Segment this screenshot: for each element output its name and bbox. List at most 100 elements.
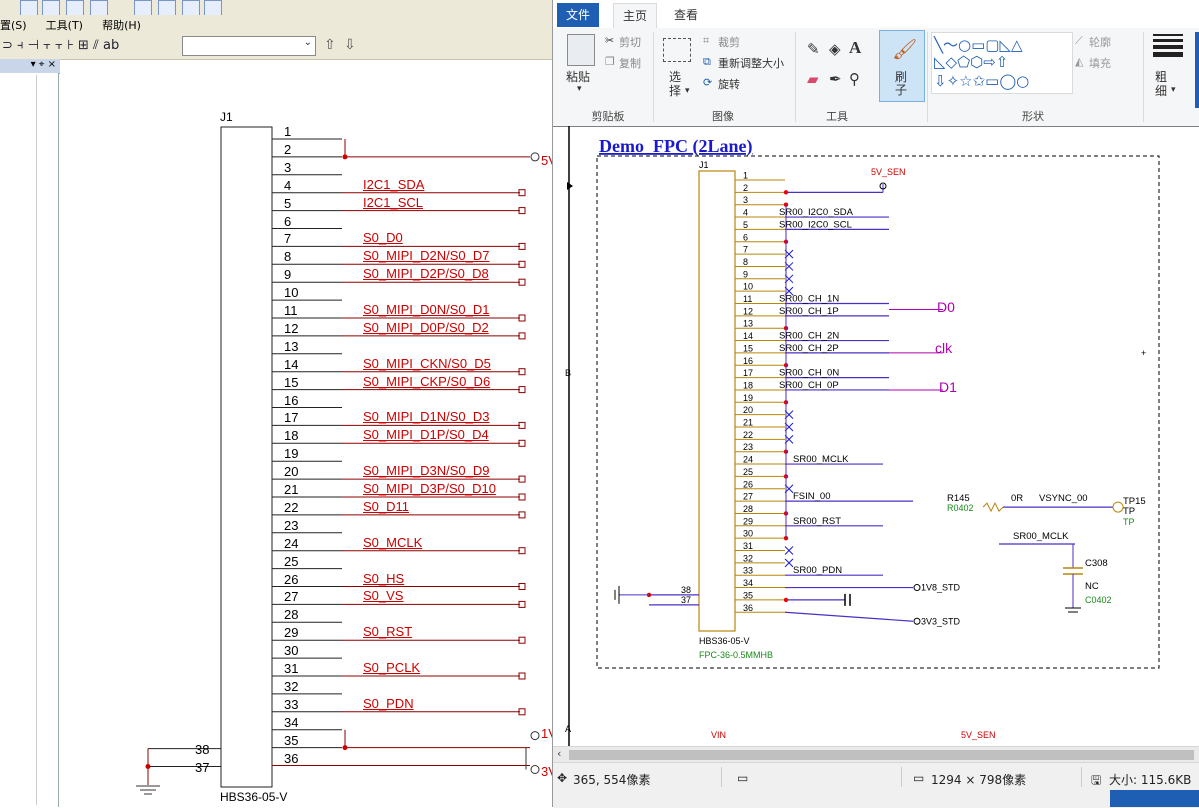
project-panel	[0, 73, 59, 807]
outline-icon[interactable]: ⟋	[1075, 34, 1083, 47]
size-icon[interactable]	[1153, 34, 1183, 57]
tools-group-label: 工具	[826, 110, 848, 123]
shapes-row-3-icon[interactable]: ⇩✧☆✩▭◯○	[934, 72, 1030, 90]
search-icon[interactable]	[66, 0, 84, 16]
shapes-gallery[interactable]: ╲〜○▭▢◺△ ◺◇⬠⬡⇨⇧ ⇩✧☆✩▭◯○	[931, 32, 1073, 94]
select-dropdown-icon[interactable]: ▾	[685, 86, 690, 96]
eda-schematic-canvas[interactable]	[60, 59, 552, 807]
net-label[interactable]: S0_MIPI_D2N/S0_D7	[363, 248, 490, 264]
crop-button[interactable]: 裁剪	[718, 36, 740, 49]
cut-icon[interactable]: ✂	[605, 34, 615, 47]
net-label[interactable]: S0_PDN	[363, 695, 414, 711]
paste-dropdown-icon[interactable]: ▾	[577, 84, 582, 94]
fpc-pin-number: 7	[743, 245, 748, 255]
net-label[interactable]: I2C1_SDA	[363, 176, 425, 192]
print-icon[interactable]	[134, 0, 152, 16]
net-label[interactable]: S0_MCLK	[363, 534, 423, 550]
pointer-icon[interactable]	[204, 0, 222, 16]
scroll-left-icon[interactable]: ‹	[557, 747, 562, 760]
pin-number: 36	[284, 750, 299, 766]
resize-icon[interactable]: ⧉	[703, 55, 711, 68]
size-dropdown-icon[interactable]: ▾	[1171, 85, 1176, 95]
dropdown-arrow-icon[interactable]	[20, 0, 38, 16]
net-label[interactable]: S0_RST	[363, 624, 413, 640]
pencil-icon[interactable]: ✎	[807, 40, 820, 58]
menu-item-settings[interactable]: 置(S)	[0, 19, 27, 32]
net-label[interactable]: S0_MIPI_D0P/S0_D2	[363, 319, 489, 335]
cursor-crosshair-icon: +	[1141, 348, 1146, 358]
net-label[interactable]: S0_PCLK	[363, 660, 421, 675]
scroll-thumb[interactable]	[569, 750, 1194, 760]
net-label[interactable]: S0_MIPI_D3N/S0_D9	[363, 463, 490, 479]
copy-icon[interactable]: ❐	[605, 55, 615, 68]
wire-tools-icon[interactable]: ⊃ ⫞ ⊣ ⫟ ⫟ ⊦ ⊞ ⫽ ab	[2, 38, 120, 53]
text-combo[interactable]: ⌄	[182, 36, 316, 56]
fpc-pin-number: 25	[743, 467, 753, 477]
dock-controls[interactable]: ▾ ⌖ ×	[30, 59, 56, 70]
shapes-row-1-icon[interactable]: ╲〜○▭▢◺△	[934, 36, 1023, 54]
horizontal-scrollbar[interactable]: ‹	[553, 746, 1199, 763]
tab-home[interactable]: 主页	[613, 3, 658, 28]
net-label: SR00_MCLK	[793, 454, 849, 465]
menu-item-help[interactable]: 帮助(H)	[102, 19, 141, 32]
outline-button[interactable]: 轮廓	[1089, 36, 1111, 49]
pin-number: 10	[284, 285, 299, 301]
shapes-row-2-icon[interactable]: ◺◇⬠⬡⇨⇧	[934, 53, 1009, 71]
brush-button[interactable]: 🖌 刷子	[879, 30, 925, 102]
crop-icon[interactable]: ⌗	[703, 34, 710, 47]
move-up-icon[interactable]: ⇧	[324, 37, 336, 53]
net-label[interactable]: S0_MIPI_D1N/S0_D3	[363, 409, 490, 425]
fpc-pin-number: 26	[743, 479, 753, 489]
rotate-button[interactable]: 旋转	[718, 78, 740, 91]
paste-button[interactable]: 粘贴	[566, 70, 591, 84]
pin-number: 18	[284, 428, 299, 444]
fill-bucket-icon[interactable]: ◈	[829, 40, 841, 58]
window-icon[interactable]	[182, 0, 200, 16]
clipboard-group-label: 剪贴板	[591, 110, 625, 123]
net-label[interactable]: S0_MIPI_D3P/S0_D10	[363, 481, 496, 496]
layout-icon[interactable]	[158, 0, 176, 16]
paste-icon[interactable]	[567, 34, 595, 66]
net-label[interactable]: S0_VS	[363, 588, 404, 604]
tp-footprint: TP	[1123, 517, 1135, 527]
net-port-icon	[518, 260, 526, 268]
power-port-icon	[913, 617, 921, 625]
net-label[interactable]: S0_MIPI_CKN/S0_D5	[363, 355, 491, 371]
rotate-icon[interactable]: ⟳	[703, 76, 713, 89]
eraser-icon[interactable]: ▰	[807, 70, 819, 88]
tab-view[interactable]: 查看	[674, 8, 699, 22]
resize-button[interactable]: 重新调整大小	[718, 57, 784, 70]
color1-swatch[interactable]	[1195, 32, 1199, 108]
menu-item-tools[interactable]: 工具(T)	[45, 19, 83, 32]
part-ref-j1: J1	[220, 110, 233, 124]
net-label[interactable]: S0_D11	[363, 498, 410, 514]
size-button[interactable]: 粗细	[1155, 70, 1168, 98]
fill-icon[interactable]: ◭	[1075, 55, 1084, 68]
margin-label-b: B	[565, 368, 571, 378]
magnifier-icon[interactable]: ⚲	[849, 70, 860, 88]
text-tool-icon[interactable]: A	[849, 38, 862, 57]
cut-button[interactable]: 剪切	[619, 36, 641, 49]
fill-button[interactable]: 填充	[1089, 57, 1111, 70]
select-icon[interactable]	[663, 38, 691, 62]
net-label[interactable]: S0_MIPI_CKP/S0_D6	[363, 373, 491, 389]
net-label[interactable]: S0_D0	[363, 230, 403, 246]
power-port-icon	[879, 182, 887, 190]
net-label[interactable]: S0_HS	[363, 570, 405, 586]
copy-button[interactable]: 复制	[619, 57, 641, 70]
chevron-down-icon[interactable]: ⌄	[303, 37, 312, 48]
select-button[interactable]: 选择	[669, 70, 682, 98]
color-picker-icon[interactable]: ✒	[829, 70, 842, 88]
net-label[interactable]: S0_MIPI_D1P/S0_D4	[363, 427, 489, 443]
tab-file[interactable]: 文件	[557, 3, 600, 27]
brush-label: 刷子	[895, 70, 908, 97]
net-label[interactable]: I2C1_SCL	[363, 194, 423, 210]
net-label[interactable]: S0_MIPI_D2P/S0_D8	[363, 266, 489, 282]
net-port-icon	[518, 511, 526, 519]
net-label[interactable]: S0_MIPI_D0N/S0_D1	[363, 302, 490, 317]
status-divider	[721, 767, 722, 787]
fpc-pin-number: 12	[743, 306, 753, 316]
move-down-icon[interactable]: ⇩	[344, 37, 356, 53]
